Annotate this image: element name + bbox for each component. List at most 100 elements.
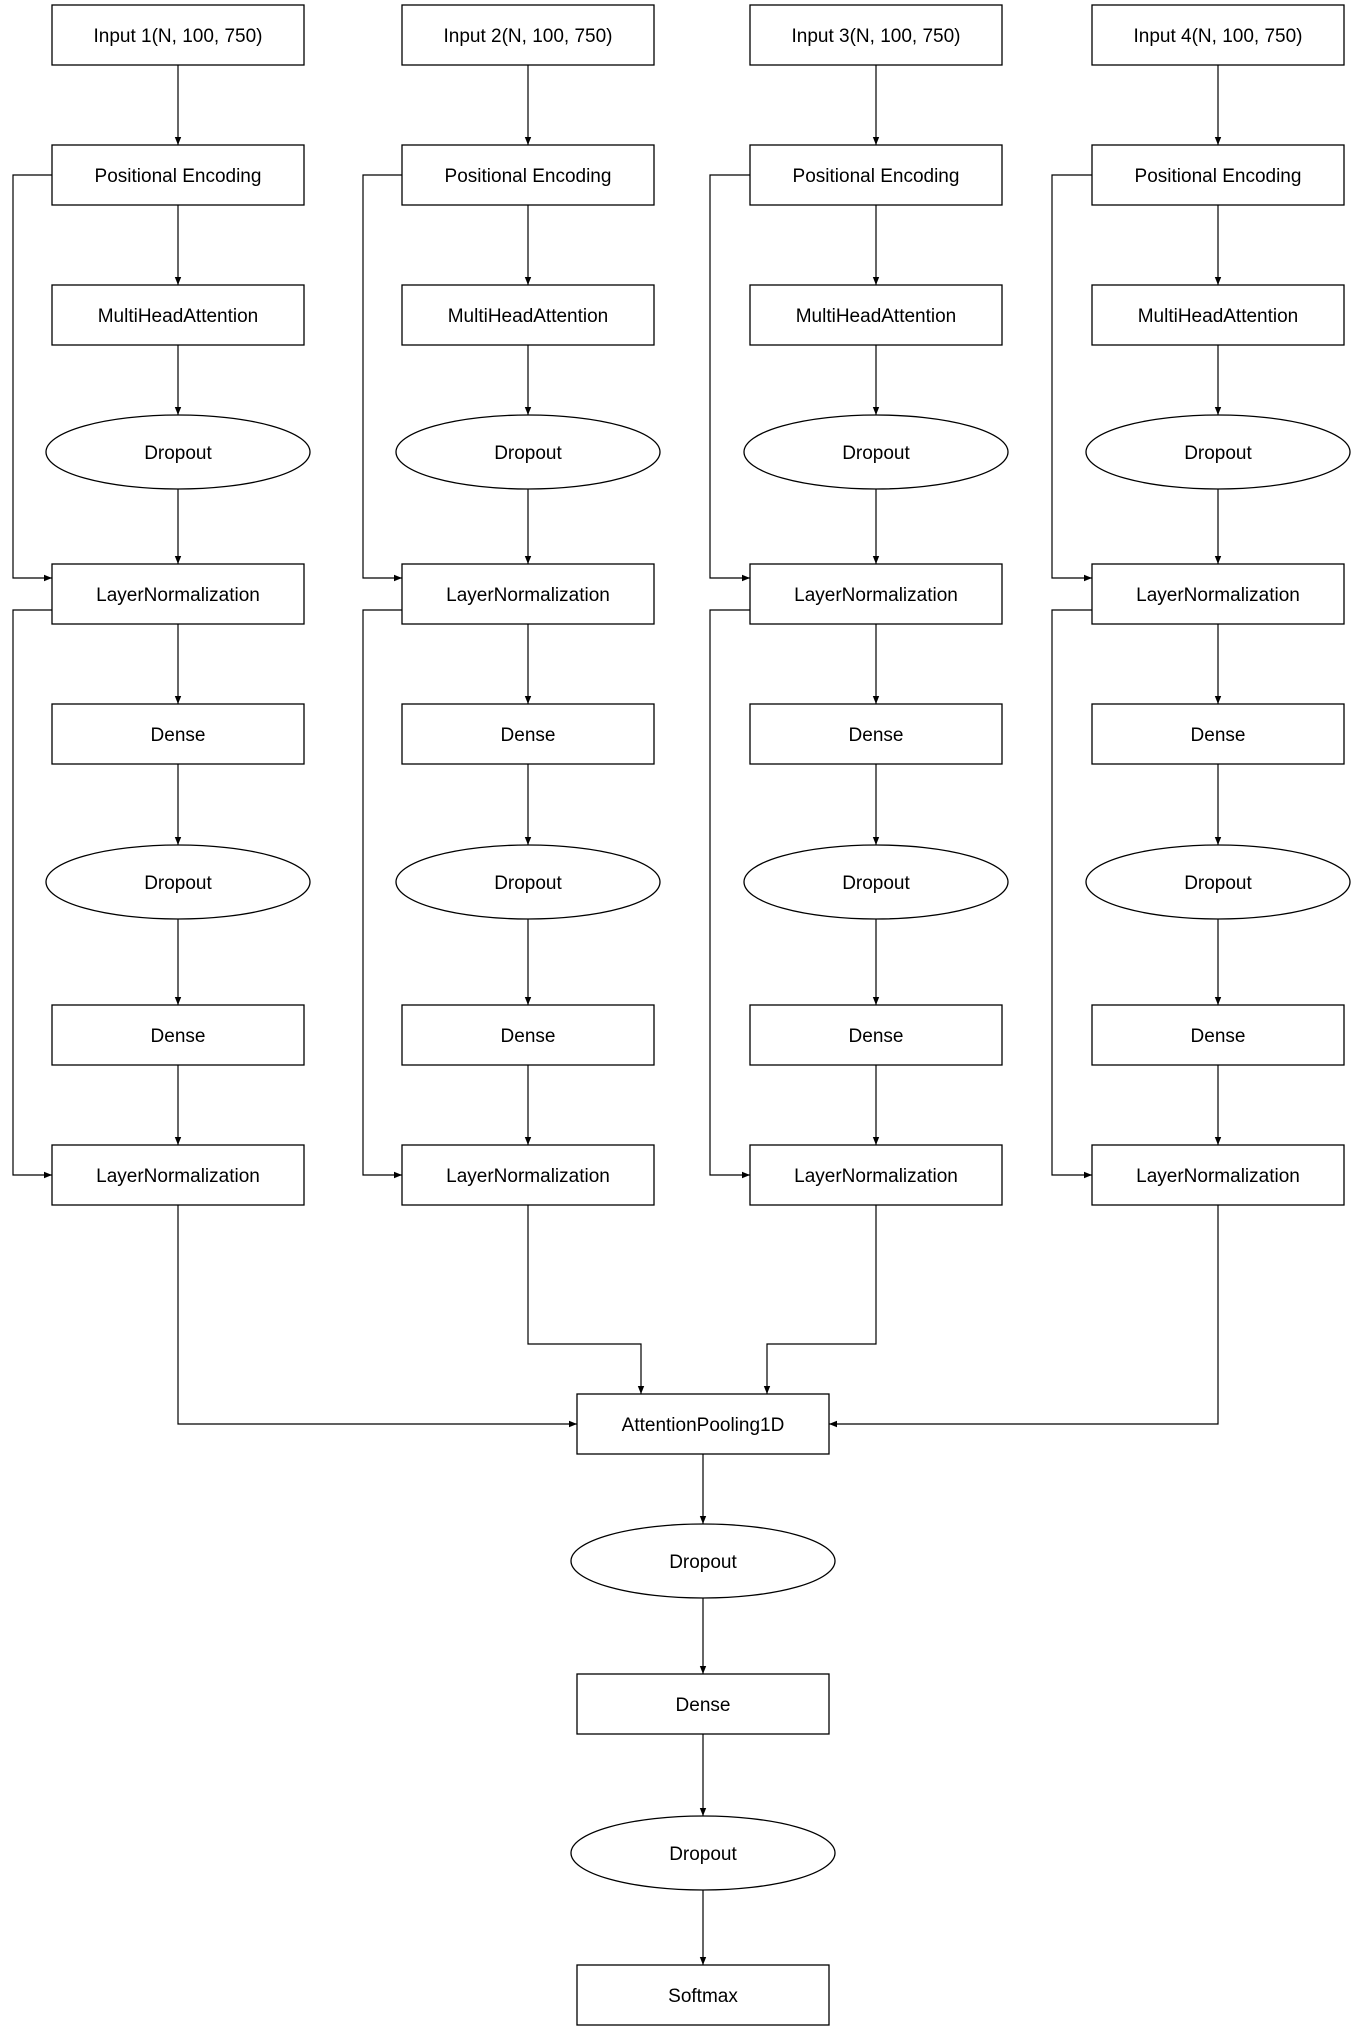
merge-arrow-column-1: [177, 1205, 577, 1428]
head-pooling: AttentionPooling1D: [576, 1393, 830, 1455]
column-3-input: Input 3(N, 100, 750): [749, 4, 1003, 66]
column-3-attention-shape: [749, 284, 1003, 346]
column-4-layer-norm-1-shape: [1091, 563, 1345, 625]
column-2-positional-encoding-label: Positional Encoding: [445, 166, 612, 187]
column-3-residual-arrow-1: [709, 174, 750, 582]
nodes: Input 1(N, 100, 750) Positional EncodingM…: [45, 4, 1351, 2026]
column-3-positional-encoding-label: Positional Encoding: [793, 166, 960, 187]
column-3-attention-label: MultiHeadAttention: [796, 306, 957, 327]
column-4-dropout-2-shape: [1085, 844, 1351, 920]
column-3-dense-1-label: Dense: [849, 725, 904, 746]
head-output-shape: [576, 1964, 830, 2026]
column-3-layer-norm-2-shape: [749, 1144, 1003, 1206]
column-1-dropout-2-label: Dropout: [144, 873, 212, 894]
column-2-dropout-1: Dropout: [395, 414, 661, 490]
column-3-layer-norm-2: LayerNormalization: [749, 1144, 1003, 1206]
column-2-dense-2: Dense: [401, 1004, 655, 1066]
head-dropout-2-label: Dropout: [669, 1844, 737, 1865]
head-dropout-1: Dropout: [570, 1523, 836, 1599]
column-4-dense-2-shape: [1091, 1004, 1345, 1066]
column-3-dense-1-shape: [749, 703, 1003, 765]
column-4-residual-arrow-2: [1051, 609, 1092, 1179]
column-1-dense-2: Dense: [51, 1004, 305, 1066]
column-2-residual-arrow-1: [362, 174, 402, 582]
column-3-dropout-2-shape: [743, 844, 1009, 920]
column-1-dropout-1-shape: [45, 414, 311, 490]
column-2-input-label: Input 2(N, 100, 750): [444, 26, 613, 47]
column-2-dropout-2-shape: [395, 844, 661, 920]
column-4-input: Input 4(N, 100, 750): [1091, 4, 1345, 66]
column-4-layer-norm-2: LayerNormalization: [1091, 1144, 1345, 1206]
head-dropout-1-label: Dropout: [669, 1552, 737, 1573]
column-2-attention-label: MultiHeadAttention: [448, 306, 609, 327]
column-3-layer-norm-1-shape: [749, 563, 1003, 625]
column-1-input: Input 1(N, 100, 750): [51, 4, 305, 66]
column-1-positional-encoding-shape: [51, 144, 305, 206]
column-4-dropout-1-shape: [1085, 414, 1351, 490]
column-3-attention: MultiHeadAttention: [749, 284, 1003, 346]
column-4-residual-arrow-1: [1051, 174, 1092, 582]
column-1-layer-norm-2-shape: [51, 1144, 305, 1206]
column-2-dropout-1-label: Dropout: [494, 443, 562, 464]
column-2-dense-2-label: Dense: [501, 1026, 556, 1047]
column-1-input-label: Input 1(N, 100, 750): [94, 26, 263, 47]
head-dropout-2: Dropout: [570, 1815, 836, 1891]
merge-arrow-column-2: [527, 1205, 645, 1394]
column-3-dropout-2-label: Dropout: [842, 873, 910, 894]
column-1-layer-norm-1: LayerNormalization: [51, 563, 305, 625]
column-2-attention: MultiHeadAttention: [401, 284, 655, 346]
column-4-attention: MultiHeadAttention: [1091, 284, 1345, 346]
column-4-input-shape: [1091, 4, 1345, 66]
column-2-layer-norm-1-label: LayerNormalization: [446, 585, 610, 606]
column-1-positional-encoding-label: Positional Encoding: [95, 166, 262, 187]
column-3-dropout-1: Dropout: [743, 414, 1009, 490]
column-2-dropout-2: Dropout: [395, 844, 661, 920]
column-3-dense-1: Dense: [749, 703, 1003, 765]
column-4-layer-norm-1-label: LayerNormalization: [1136, 585, 1300, 606]
column-3-positional-encoding-shape: [749, 144, 1003, 206]
column-3-input-shape: [749, 4, 1003, 66]
head-dense-label: Dense: [676, 1695, 731, 1716]
head-dense-shape: [576, 1673, 830, 1735]
column-1-dropout-1-label: Dropout: [144, 443, 212, 464]
column-4-dense-1-label: Dense: [1191, 725, 1246, 746]
column-3-layer-norm-2-label: LayerNormalization: [794, 1166, 958, 1187]
column-4-dropout-1: Dropout: [1085, 414, 1351, 490]
column-2-layer-norm-2-shape: [401, 1144, 655, 1206]
column-1-residual-arrow-2: [12, 609, 52, 1179]
column-1-dense-1: Dense: [51, 703, 305, 765]
column-4-attention-shape: [1091, 284, 1345, 346]
column-4-dropout-1-label: Dropout: [1184, 443, 1252, 464]
merge-arrow-column-4: [829, 1205, 1219, 1428]
column-4-positional-encoding-shape: [1091, 144, 1345, 206]
column-1-dropout-2: Dropout: [45, 844, 311, 920]
column-4-dropout-2-label: Dropout: [1184, 873, 1252, 894]
column-1-dense-1-shape: [51, 703, 305, 765]
column-4-layer-norm-2-label: LayerNormalization: [1136, 1166, 1300, 1187]
column-1-dense-2-shape: [51, 1004, 305, 1066]
column-2-dense-2-shape: [401, 1004, 655, 1066]
connectors: [12, 65, 1222, 1965]
column-2-dense-1-label: Dense: [501, 725, 556, 746]
head-pooling-shape: [576, 1393, 830, 1455]
column-2-residual-arrow-2: [362, 609, 402, 1179]
column-1-attention: MultiHeadAttention: [51, 284, 305, 346]
column-2-input: Input 2(N, 100, 750): [401, 4, 655, 66]
column-3-layer-norm-1-label: LayerNormalization: [794, 585, 958, 606]
column-1-dropout-1: Dropout: [45, 414, 311, 490]
column-2-dense-1: Dense: [401, 703, 655, 765]
column-3-dense-2: Dense: [749, 1004, 1003, 1066]
column-4-dense-1: Dense: [1091, 703, 1345, 765]
column-4-layer-norm-1: LayerNormalization: [1091, 563, 1345, 625]
column-3-input-label: Input 3(N, 100, 750): [792, 26, 961, 47]
head-output: Softmax: [576, 1964, 830, 2026]
column-2-dense-1-shape: [401, 703, 655, 765]
column-4-positional-encoding: Positional Encoding: [1091, 144, 1345, 206]
column-2-input-shape: [401, 4, 655, 66]
column-4-attention-label: MultiHeadAttention: [1138, 306, 1299, 327]
column-2-attention-shape: [401, 284, 655, 346]
column-1-positional-encoding: Positional Encoding: [51, 144, 305, 206]
column-3-dropout-2: Dropout: [743, 844, 1009, 920]
column-4-dense-2-label: Dense: [1191, 1026, 1246, 1047]
